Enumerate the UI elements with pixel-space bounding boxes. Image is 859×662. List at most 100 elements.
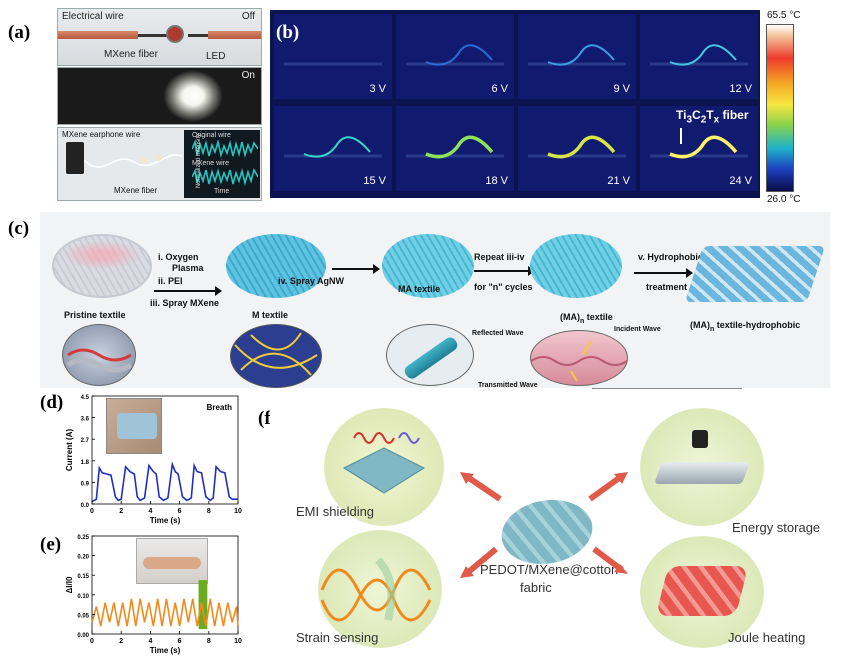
led-glow — [163, 70, 223, 122]
off-label: Off — [241, 11, 255, 22]
m-textile-zoom — [230, 324, 322, 388]
y-axis-label: ΔI/I0 — [66, 576, 74, 593]
thermal-tile: 6 V — [396, 14, 514, 99]
voltage-label: 3 V — [369, 83, 386, 95]
step-oxygen: i. Oxygen — [158, 252, 199, 262]
earphone-wire-label: MXene earphone wire — [62, 130, 141, 139]
y-tick-label: 0.05 — [77, 613, 89, 619]
colorbar-min-label: 26.0 °C — [767, 194, 801, 205]
arrow-1 — [154, 290, 218, 292]
chart-title: Breath — [207, 403, 232, 412]
x-tick-label: 6 — [178, 508, 182, 515]
y-tick-label: 0.15 — [77, 574, 89, 580]
phone-icon — [66, 142, 84, 174]
highlight-region — [198, 580, 208, 630]
x-tick-label: 10 — [234, 638, 242, 645]
y-tick-label: 0.00 — [77, 633, 89, 639]
step-cycles: for "n" cycles — [474, 282, 533, 292]
x-tick-label: 8 — [207, 508, 211, 515]
center-label: PEDOT/MXene@cotton — [480, 562, 619, 577]
wire-photo-off: Electrical wire Off MXene fiber LED — [57, 8, 262, 66]
y-tick-label: 0.10 — [77, 594, 89, 600]
x-tick-label: 10 — [234, 508, 242, 515]
temperature-colorbar — [766, 24, 794, 192]
mxene-fiber-segment — [138, 34, 178, 37]
thermal-fiber-trace — [284, 62, 382, 66]
x-tick-label: 4 — [148, 638, 152, 645]
pristine-textile-disc — [52, 234, 152, 298]
plot-frame — [91, 535, 239, 635]
wrist-photo — [136, 538, 208, 584]
fabrication-schematic: Pristine textile i. Oxygen Plasma ii. PE… — [40, 212, 830, 389]
x-tick-label: 2 — [119, 638, 123, 645]
voltage-label: 18 V — [485, 175, 508, 187]
step-treatment: treatment — [646, 282, 688, 292]
arrow-3 — [474, 270, 530, 272]
mxene-fiber-label-2: MXene fiber — [114, 186, 158, 195]
center-label-2: fabric — [520, 580, 552, 595]
step-pei: ii. PEI — [158, 276, 183, 286]
fiber-arrow — [680, 128, 682, 144]
panel-c-label: (c) — [8, 218, 30, 239]
ma-textile-label: MA textile — [398, 284, 441, 294]
joule-circle — [640, 536, 764, 648]
energy-label: Energy storage — [732, 520, 821, 535]
reflected-wave-label: Reflected Wave — [472, 330, 524, 337]
applications-panel: EMI shielding Energy storage PEDOT/MXene… — [270, 404, 856, 658]
colorbar-max-label: 65.5 °C — [767, 10, 801, 21]
y-axis-label: Current (A) — [66, 429, 74, 472]
y-tick-label: 3.6 — [81, 417, 90, 423]
thermal-tile: 3 V — [274, 14, 392, 99]
voltage-label: 12 V — [729, 83, 752, 95]
step-hydrophobic: v. Hydrophobic — [638, 252, 703, 262]
man-textile-label: (MA)n textile — [560, 312, 613, 325]
mxene-wire-waveform — [192, 168, 258, 186]
mask-photo — [106, 398, 162, 454]
pristine-zoom — [62, 324, 136, 386]
earphone-cable — [84, 154, 183, 168]
thermal-fiber-trace — [406, 44, 504, 66]
incident-wave-label: Incident Wave — [614, 326, 661, 333]
original-wire-label: Original wire — [192, 132, 231, 139]
y-tick-label: 0.0 — [81, 503, 90, 509]
arrow-4 — [634, 272, 688, 274]
step-repeat: Repeat iii-iv — [474, 252, 525, 262]
thermal-tile: 9 V — [518, 14, 636, 99]
panel-d-label: (d) — [40, 392, 64, 413]
panel-a-label: (a) — [8, 22, 31, 43]
on-label: On — [241, 70, 255, 81]
emi-circle — [324, 408, 444, 526]
led-bulb — [166, 25, 184, 43]
joule-label: Joule heating — [728, 630, 806, 645]
y-tick-label: 0.9 — [81, 481, 90, 487]
transmitted-wave-label: Transmitted Wave — [478, 382, 538, 389]
thermal-fiber-trace — [528, 135, 626, 159]
strain-circle — [318, 530, 442, 648]
electrical-wire-label: Electrical wire — [62, 11, 124, 22]
x-tick-label: 0 — [90, 508, 94, 515]
hydrophobic-textile-label: (MA)n textile-hydrophobic — [690, 320, 801, 333]
thermal-fiber-trace — [406, 135, 504, 159]
y-tick-label: 2.7 — [81, 438, 90, 444]
man-textile-disc — [530, 234, 622, 298]
ma-textile-disc — [382, 234, 474, 298]
mxene-wire-label: MXene wire — [192, 160, 229, 167]
thermal-fiber-trace — [650, 44, 748, 66]
series-line — [91, 598, 239, 627]
radial-arrows — [460, 472, 628, 578]
m-textile-label: M textile — [252, 310, 289, 320]
thermal-tile: 21 V — [518, 106, 636, 191]
copper-wire-right — [208, 31, 261, 39]
x-tick-label: 2 — [119, 508, 123, 515]
step-spray-agnw: iv. Spray AgNW — [278, 276, 345, 286]
voltage-label: 21 V — [607, 175, 630, 187]
led-label: LED — [206, 51, 226, 62]
series-line — [91, 461, 238, 503]
man-textile-zoom — [530, 330, 628, 386]
